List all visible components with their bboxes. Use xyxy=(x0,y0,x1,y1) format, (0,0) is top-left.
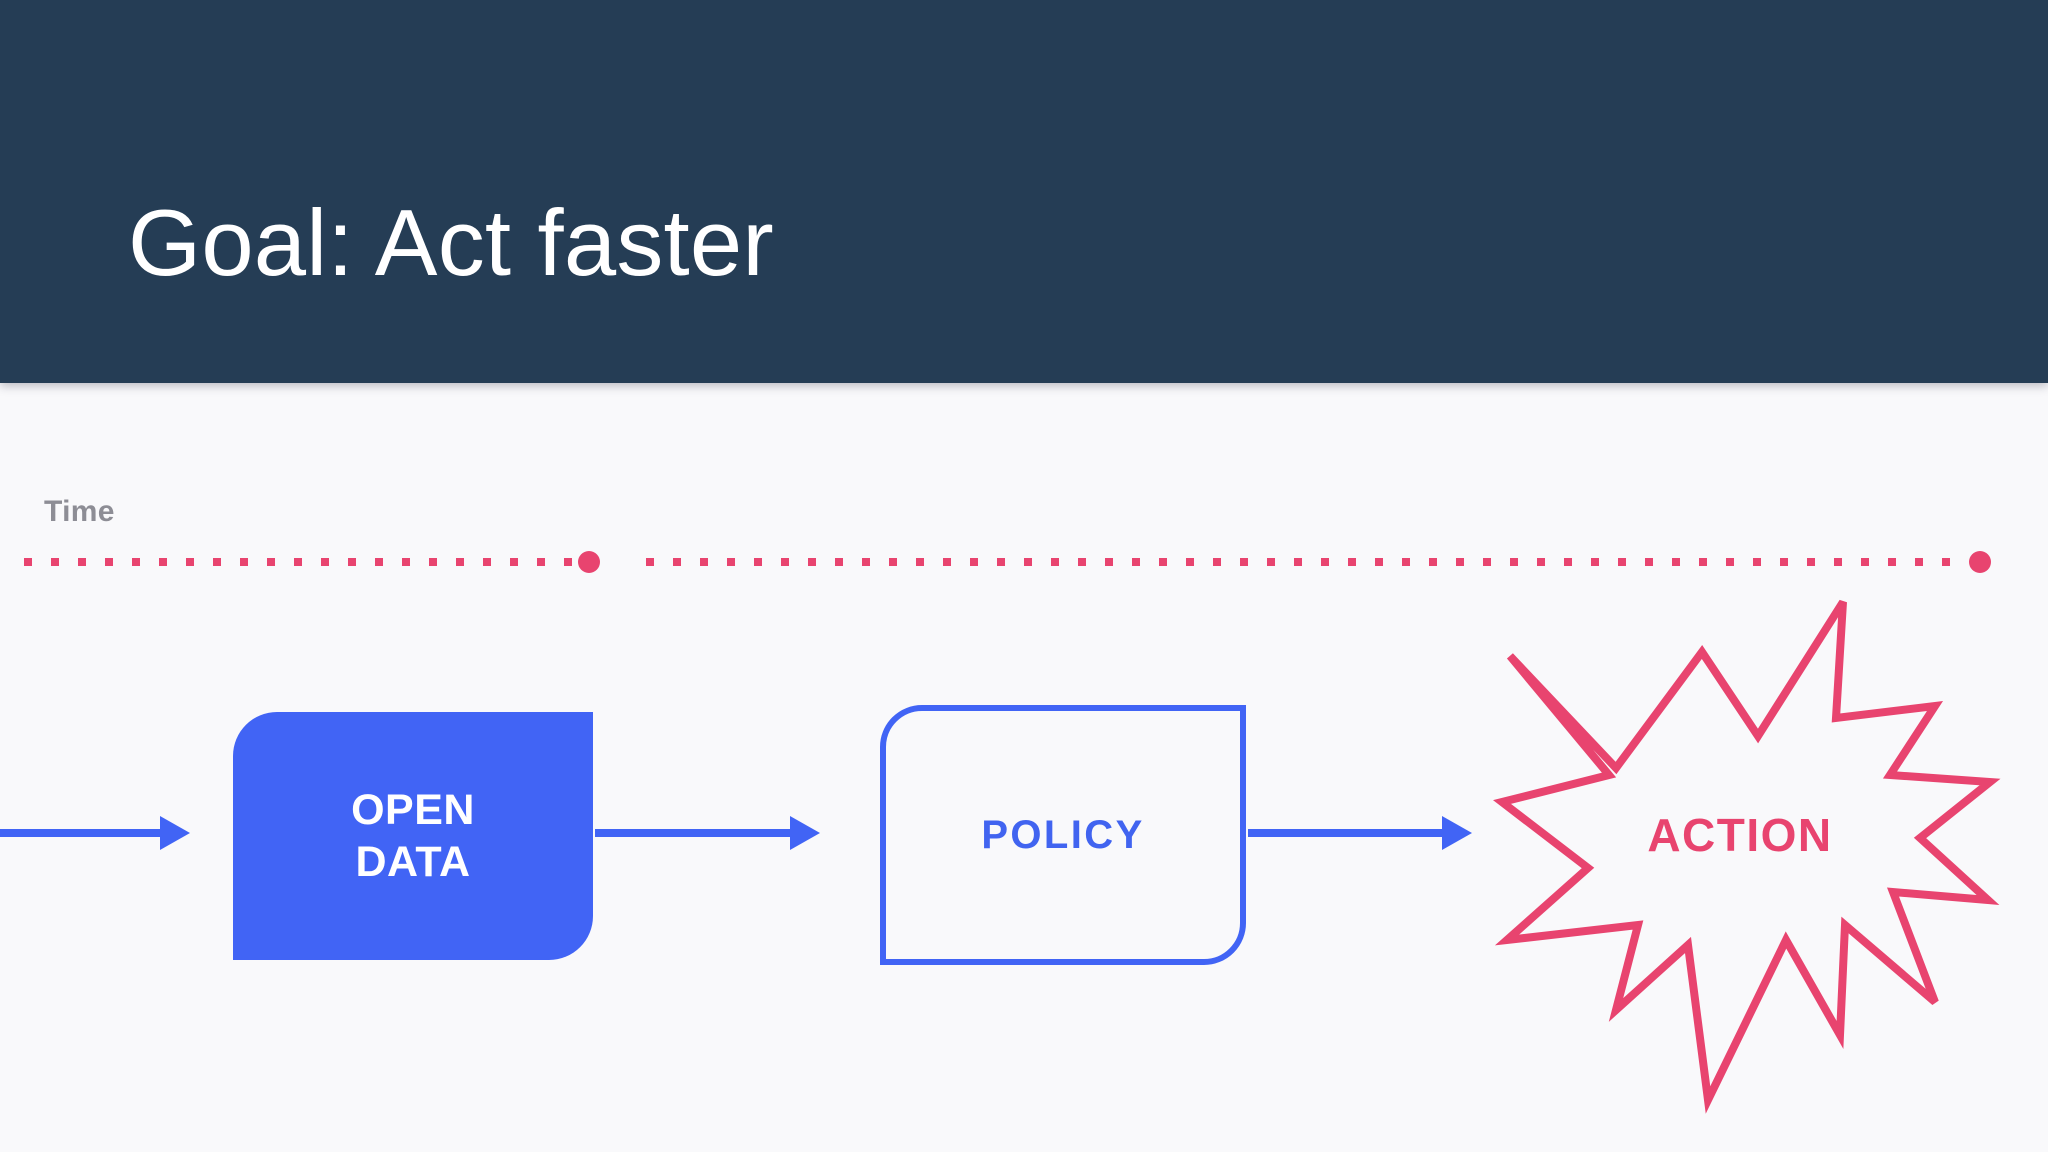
timeline-dot xyxy=(159,558,167,566)
page-title: Goal: Act faster xyxy=(128,190,774,295)
timeline-dot xyxy=(1753,558,1761,566)
timeline-dot xyxy=(646,558,654,566)
marker-data-release[interactable] xyxy=(578,551,600,573)
timeline-dot xyxy=(1267,558,1275,566)
timeline-dot xyxy=(294,558,302,566)
timeline-dot xyxy=(267,558,275,566)
timeline-dot xyxy=(375,558,383,566)
timeline-dot xyxy=(321,558,329,566)
timeline-marker-group xyxy=(578,551,1991,573)
timeline-dot xyxy=(1807,558,1815,566)
timeline-dot xyxy=(1024,558,1032,566)
timeline-dot xyxy=(537,558,545,566)
timeline-dot xyxy=(510,558,518,566)
timeline-axis-label: Time xyxy=(44,495,115,528)
timeline-dot xyxy=(1429,558,1437,566)
timeline-dot xyxy=(700,558,708,566)
timeline-dot xyxy=(781,558,789,566)
timeline-dot xyxy=(1591,558,1599,566)
timeline-dot xyxy=(402,558,410,566)
marker-action[interactable] xyxy=(1969,551,1991,573)
timeline-dotted-axis xyxy=(24,551,1991,573)
timeline-dot xyxy=(1105,558,1113,566)
timeline-dot xyxy=(1564,558,1572,566)
node-policy-label: POLICY xyxy=(981,812,1145,857)
timeline-dot xyxy=(51,558,59,566)
slide-header-band: Goal: Act faster xyxy=(0,0,2048,383)
timeline-dot xyxy=(1375,558,1383,566)
timeline-dot xyxy=(1780,558,1788,566)
timeline-dot xyxy=(1186,558,1194,566)
timeline-dot xyxy=(808,558,816,566)
timeline-dot xyxy=(970,558,978,566)
timeline-dot xyxy=(1942,558,1950,566)
timeline-dot xyxy=(1672,558,1680,566)
node-open-data[interactable]: OPEN DATA xyxy=(233,712,593,960)
timeline-dot xyxy=(105,558,113,566)
timeline-dot xyxy=(348,558,356,566)
timeline-dot xyxy=(727,558,735,566)
timeline-dot xyxy=(1483,558,1491,566)
node-policy[interactable]: POLICY xyxy=(880,705,1246,965)
timeline-dot xyxy=(1699,558,1707,566)
timeline-dot xyxy=(673,558,681,566)
timeline-dot xyxy=(132,558,140,566)
timeline-dot xyxy=(483,558,491,566)
timeline-dot xyxy=(916,558,924,566)
timeline-dot xyxy=(1726,558,1734,566)
timeline-dot xyxy=(889,558,897,566)
timeline-dot-group xyxy=(24,558,1950,566)
timeline-dot xyxy=(997,558,1005,566)
timeline-dot xyxy=(1348,558,1356,566)
timeline-dot xyxy=(835,558,843,566)
timeline-dot xyxy=(24,558,32,566)
timeline-dot xyxy=(1402,558,1410,566)
timeline-dot xyxy=(1132,558,1140,566)
timeline-dot xyxy=(1537,558,1545,566)
timeline-dot xyxy=(943,558,951,566)
timeline-dot xyxy=(1078,558,1086,566)
node-open-data-label: OPEN DATA xyxy=(351,785,475,886)
timeline-dot xyxy=(1510,558,1518,566)
timeline-dot xyxy=(1159,558,1167,566)
timeline-dot xyxy=(1213,558,1221,566)
timeline-dot xyxy=(1834,558,1842,566)
timeline-dot xyxy=(862,558,870,566)
timeline-dot xyxy=(186,558,194,566)
timeline-dot xyxy=(754,558,762,566)
timeline-dot xyxy=(564,558,572,566)
timeline-dot xyxy=(1915,558,1923,566)
timeline-dot xyxy=(1051,558,1059,566)
timeline-dot xyxy=(1888,558,1896,566)
timeline-dot xyxy=(1645,558,1653,566)
timeline-dot xyxy=(1294,558,1302,566)
timeline-dot xyxy=(456,558,464,566)
timeline-dot xyxy=(240,558,248,566)
timeline-dot xyxy=(78,558,86,566)
timeline-dot xyxy=(213,558,221,566)
timeline-dot xyxy=(429,558,437,566)
timeline-dot xyxy=(1240,558,1248,566)
starburst-shape xyxy=(1493,599,2001,1114)
timeline-dot xyxy=(1456,558,1464,566)
timeline-dot xyxy=(1861,558,1869,566)
node-action-starburst[interactable] xyxy=(1480,570,2001,1114)
timeline-dot xyxy=(1321,558,1329,566)
timeline-dot xyxy=(1618,558,1626,566)
